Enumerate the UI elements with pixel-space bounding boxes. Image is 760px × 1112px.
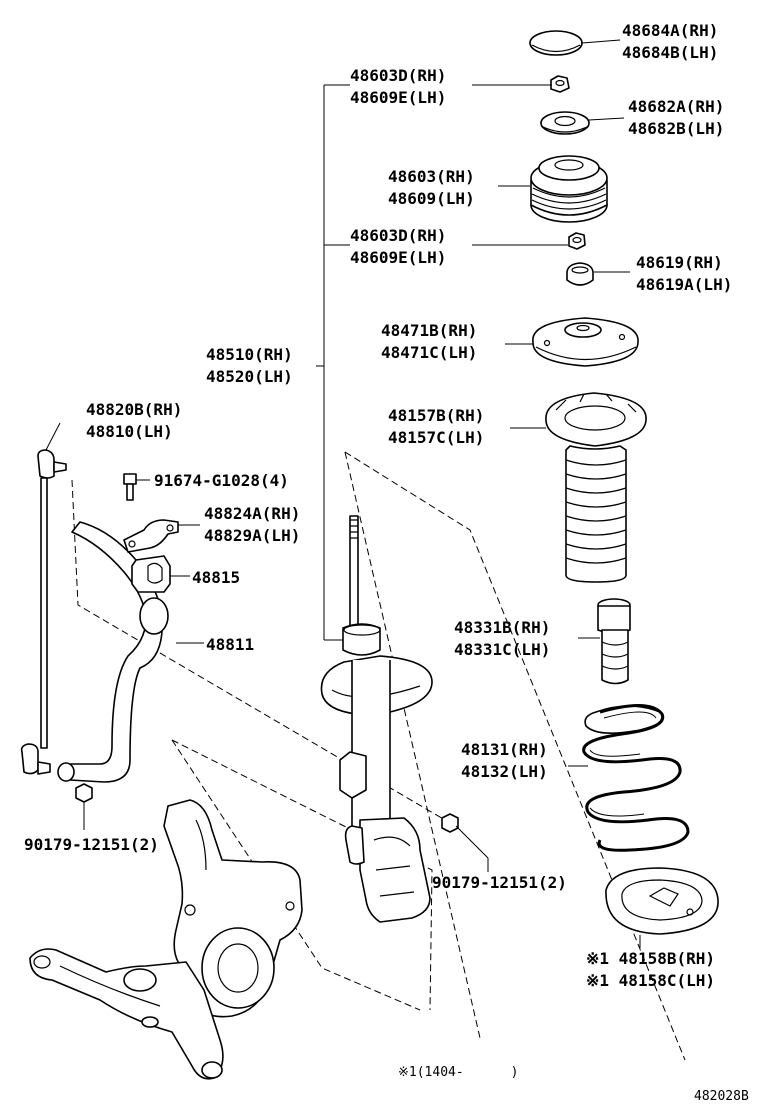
mid-nut-part	[472, 232, 586, 250]
bumper-label-rh: 48331B(RH)	[454, 618, 550, 637]
support-label-rh: 48603(RH)	[388, 167, 475, 186]
lower-seat-label-rh: ※1 48158B(RH)	[586, 949, 715, 968]
upper-seat-label-rh: 48682A(RH)	[628, 97, 724, 116]
strut-bracket	[316, 84, 350, 640]
stabilizer-bar-part	[57, 521, 204, 783]
top-nut-label-rh: 48603D(RH)	[350, 66, 446, 85]
spring-label-rh: 48131(RH)	[461, 740, 548, 759]
bolt-label: 91674-G1028(4)	[154, 471, 289, 490]
left-nut-label: 90179-12151(2)	[24, 835, 159, 854]
stopper-part	[566, 262, 630, 286]
insulator-label-lh: 48471C(LH)	[381, 343, 477, 362]
top-nut-part	[472, 75, 570, 93]
boot-label-rh: 48157B(RH)	[388, 406, 484, 425]
link-label-lh: 48810(LH)	[86, 422, 173, 441]
figure-id: 482028B	[694, 1089, 749, 1104]
right-nut-label: 90179-12151(2)	[432, 873, 567, 892]
boot-part	[510, 392, 647, 583]
link-label-rh: 48820B(RH)	[86, 400, 182, 419]
left-nut-part	[75, 783, 93, 830]
bumper-part	[578, 598, 631, 685]
mid-nut-label-rh: 48603D(RH)	[350, 226, 446, 245]
support-part	[498, 155, 608, 223]
insulator-label-rh: 48471B(RH)	[381, 321, 477, 340]
cap-part	[529, 30, 621, 56]
bushing-part	[131, 555, 190, 593]
stopper-label-rh: 48619(RH)	[636, 253, 723, 272]
upper-seat-label-lh: 48682B(LH)	[628, 119, 724, 138]
support-label-lh: 48609(LH)	[388, 189, 475, 208]
coil-spring-part	[568, 703, 690, 852]
bolt-part	[123, 473, 150, 501]
bumper-label-lh: 48331C(LH)	[454, 640, 550, 659]
insulator-part	[505, 317, 639, 367]
upper-seat-part	[540, 111, 625, 135]
strut-part	[320, 515, 433, 923]
top-nut-label-lh: 48609E(LH)	[350, 88, 446, 107]
boot-label-lh: 48157C(LH)	[388, 428, 484, 447]
part-labels: 48684A(RH) 48684B(LH) 48603D(RH) 48609E(…	[24, 21, 749, 1104]
lower-seat-label-lh: ※1 48158C(LH)	[586, 971, 715, 990]
strut-label-rh: 48510(RH)	[206, 345, 293, 364]
bracket-label-rh: 48824A(RH)	[204, 504, 300, 523]
spring-label-lh: 48132(LH)	[461, 762, 548, 781]
knuckle-part	[163, 799, 303, 1018]
bracket-label-lh: 48829A(LH)	[204, 526, 300, 545]
footnote: ※1(1404- )	[398, 1065, 518, 1080]
cap-label-lh: 48684B(LH)	[622, 43, 718, 62]
cap-label-rh: 48684A(RH)	[622, 21, 718, 40]
stabilizer-bar-label: 48811	[206, 635, 254, 654]
strut-label-lh: 48520(LH)	[206, 367, 293, 386]
mid-nut-label-lh: 48609E(LH)	[350, 248, 446, 267]
stopper-label-lh: 48619A(LH)	[636, 275, 732, 294]
lower-arm-part	[29, 948, 224, 1080]
lower-seat-part	[605, 867, 719, 948]
right-nut-part	[441, 813, 489, 872]
bushing-label: 48815	[192, 568, 240, 587]
bracket-part	[123, 519, 200, 553]
stabilizer-link-part	[20, 422, 67, 775]
